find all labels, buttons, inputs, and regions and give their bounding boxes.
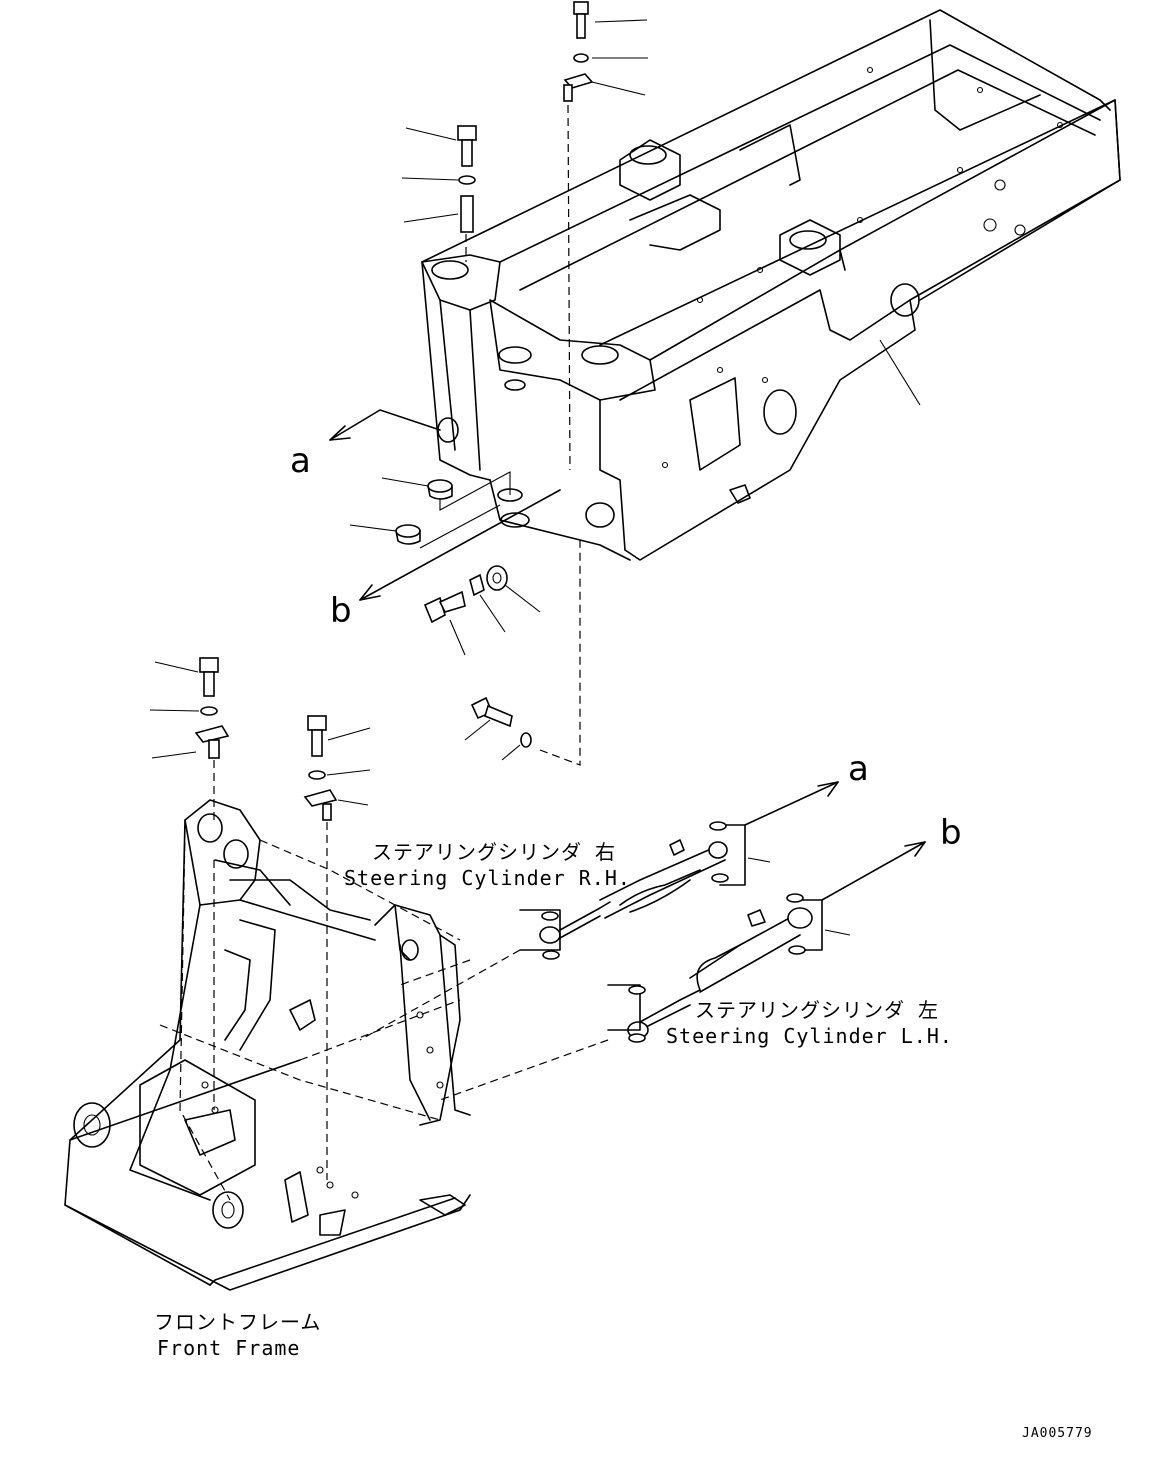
- reference-arrows-upper: [329, 409, 561, 601]
- steering-cylinder-rh: [359, 821, 771, 1041]
- pivot-pin-hardware: [423, 565, 541, 656]
- reference-mark-b-lower: b: [940, 813, 962, 853]
- reference-arrows-lower: [744, 781, 926, 901]
- drawing-code: JA005779: [1022, 1426, 1093, 1441]
- front-left-hardware: [149, 657, 230, 1110]
- upper-left-hardware: [401, 125, 477, 262]
- steering-cylinder-rh-label-en: Steering Cylinder R.H.: [344, 866, 631, 890]
- cylinder-pin-bolt: [464, 540, 581, 766]
- reference-mark-a-upper: a: [290, 441, 311, 481]
- front-frame-label-en: Front Frame: [157, 1336, 301, 1360]
- steering-cylinder-lh: [439, 893, 851, 1101]
- front-center-hardware: [303, 715, 371, 1180]
- front-frame: [64, 799, 471, 1291]
- bushings: [349, 471, 511, 549]
- reference-mark-a-lower: a: [848, 749, 869, 789]
- steering-cylinder-lh-label-jp: ステアリングシリンダ 左: [695, 998, 940, 1022]
- upper-center-hardware: [563, 1, 648, 471]
- reference-mark-b-upper: b: [330, 591, 352, 631]
- front-frame-label-jp: フロントフレーム: [154, 1310, 322, 1334]
- steering-cylinder-lh-label-en: Steering Cylinder L.H.: [666, 1024, 953, 1048]
- steering-cylinder-rh-label-jp: ステアリングシリンダ 右: [372, 840, 617, 864]
- rear-frame: [421, 9, 1121, 561]
